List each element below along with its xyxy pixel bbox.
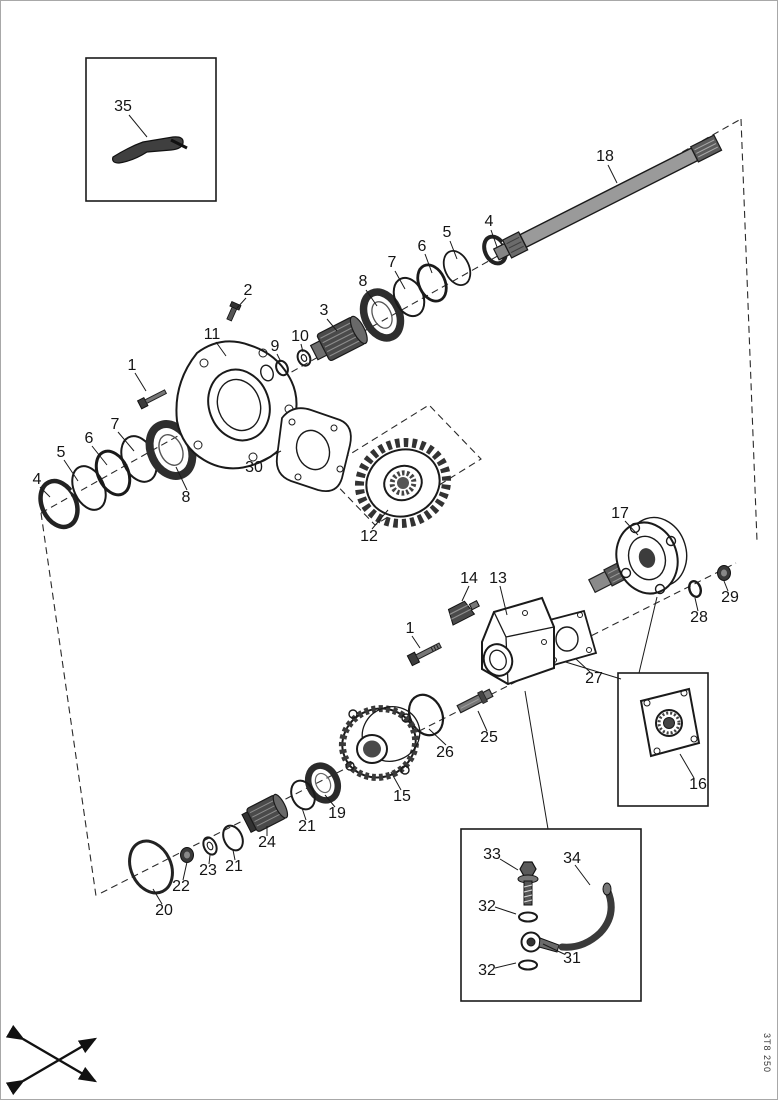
inset-box-fittings (460, 828, 642, 1002)
part-33-bolt (517, 861, 539, 906)
part-24-splined-coupler (241, 793, 289, 834)
part-23-washer (202, 836, 218, 856)
part-32-washer-bottom (518, 959, 538, 971)
part-2-screw (226, 300, 242, 322)
inset-box-flange (617, 672, 709, 807)
part-25-dowel-shaft (456, 688, 494, 714)
part-29-nut (717, 565, 731, 581)
part-16-flange-plate (639, 687, 701, 758)
part-12-gear (354, 438, 452, 528)
inset-box-tool (85, 57, 217, 202)
callout-leader-lines (39, 114, 729, 969)
part-9-washer (275, 359, 289, 377)
part-17-flanged-hub (587, 516, 688, 595)
part-15-bearing-quill (338, 705, 421, 781)
part-6-ring-lower (94, 449, 132, 497)
part-32-washer-top (518, 911, 538, 923)
part-30-gasket (275, 407, 352, 493)
part-21-ring-inner (222, 824, 244, 852)
part-3-splined-coupling (309, 315, 368, 362)
part-34-hose (558, 882, 615, 951)
part-20-snap-ring (128, 839, 175, 895)
part-22-nut (180, 847, 194, 863)
orientation-arrows-icon (5, 1024, 98, 1096)
part-11-clutch-housing (175, 340, 298, 470)
figure-code: 3T8 250 (762, 1032, 772, 1073)
part-8-bearing-upper (359, 288, 405, 342)
part-14-breather-fitting (447, 600, 480, 626)
part-18-drive-shaft (492, 134, 723, 261)
part-5-ring-lower (71, 465, 107, 511)
part-21-ring-outer (290, 779, 316, 811)
part-35-lock-lever (112, 136, 188, 164)
part-10-washer (296, 349, 312, 367)
part-19-oil-seal (304, 762, 342, 804)
part-1-cap-screw-upper (136, 389, 168, 410)
part-5-ring-upper (442, 250, 472, 286)
part-4-snap-ring-lower (38, 478, 81, 530)
part-28-washer (688, 580, 702, 598)
part-6-ring-upper (416, 263, 448, 303)
part-31-banjo-fitting (520, 931, 560, 953)
part-1-cap-screw-lower (406, 642, 442, 667)
part-13-output-housing (481, 596, 555, 686)
